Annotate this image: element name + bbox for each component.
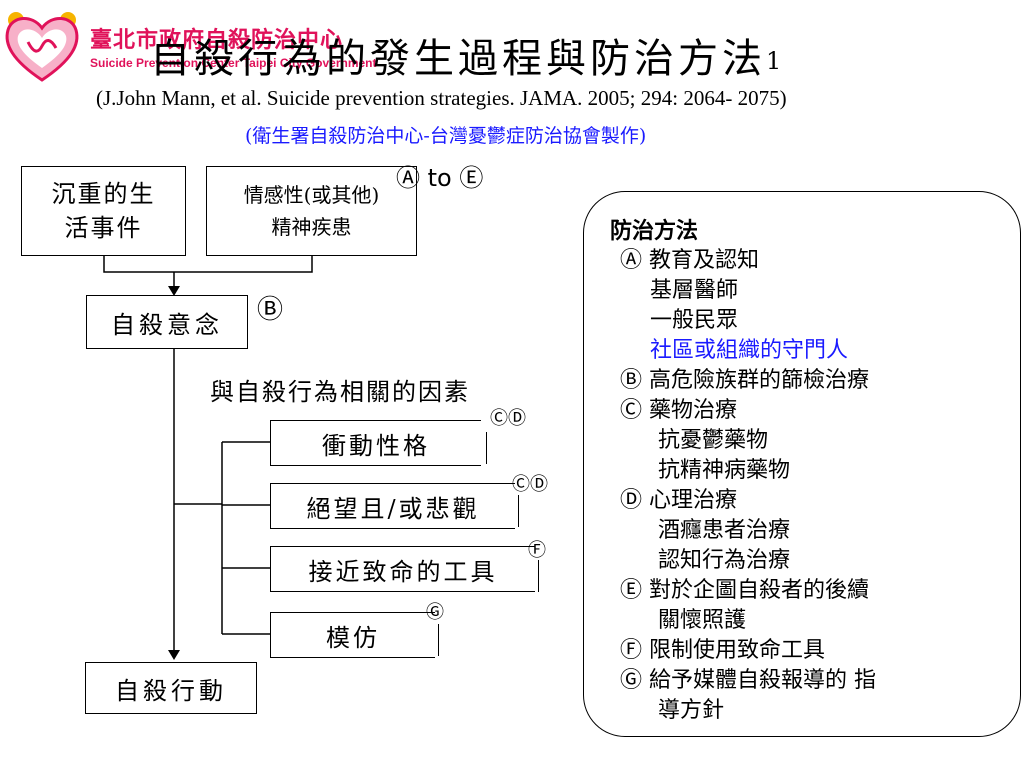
suicidal-ideation-box: 自殺意念 <box>86 295 248 349</box>
factor-shadow <box>480 432 487 464</box>
ideation-mark: Ⓑ <box>257 295 284 325</box>
prevention-list: 防治方法 Ⓐ 教育及認知基層醫師一般民眾社區或組織的守門人 Ⓑ 高危險族群的篩檢治… <box>610 216 876 726</box>
factor-lethal-means: 接近致命的工具 <box>270 546 535 592</box>
citation: (J.John Mann, et al. Suicide prevention … <box>96 86 787 110</box>
title-text: 自殺行為的發生過程與防治方法 <box>150 36 766 82</box>
factor-shadow <box>514 495 519 527</box>
life-events-box: 沉重的生活事件 <box>21 166 186 256</box>
prevention-panel <box>583 191 1021 737</box>
mental-disorder-line1: 情感性(或其他) <box>243 183 380 207</box>
prevention-item: 抗憂鬱藥物 <box>658 428 769 453</box>
life-events-line2: 活事件 <box>64 214 143 242</box>
org-name-zh: 臺北市政府自殺防治中心 <box>90 28 344 53</box>
prevention-item: Ⓒ 藥物治療 <box>620 398 737 423</box>
org-name-en: Suicide Prevention Center Taipei City Go… <box>90 56 377 70</box>
factor-imitation: 模仿 <box>270 612 435 658</box>
heart-logo-icon <box>5 12 79 82</box>
prevention-item: 基層醫師 <box>650 278 739 303</box>
prevention-item: 抗精神病藥物 <box>658 458 791 483</box>
mental-disorder-box: 情感性(或其他) 精神疾患 <box>206 166 417 256</box>
prevention-item: Ⓖ 給予媒體自殺報導的 指 <box>620 668 876 693</box>
risk-factors-heading: 與自殺行為相關的因素 <box>210 378 470 406</box>
range-mark: Ⓐ to Ⓔ <box>396 164 484 192</box>
prevention-item: 認知行為治療 <box>658 548 791 573</box>
factor-imitation-mark: Ⓖ <box>426 602 444 623</box>
prevention-item: Ⓔ 對於企圖自殺者的後續 <box>620 578 869 603</box>
prevention-item: 關懷照護 <box>658 608 747 633</box>
prevention-item: Ⓕ 限制使用致命工具 <box>620 638 825 663</box>
suicidal-act-box: 自殺行動 <box>85 662 257 714</box>
page-title: 自殺行為的發生過程與防治方法1 <box>150 36 781 82</box>
credit-line: (衛生署自殺防治中心-台灣憂鬱症防治協會製作) <box>245 125 647 147</box>
factor-branches <box>222 441 270 635</box>
prevention-item: 社區或組織的守門人 <box>650 338 849 363</box>
factor-hopelessness-mark: ⒸⒹ <box>512 474 548 495</box>
prevention-item: 酒癮患者治療 <box>658 518 791 543</box>
prevention-item: 導方針 <box>658 698 725 723</box>
prevention-item: 一般民眾 <box>650 308 739 333</box>
factor-lethal-means-mark: Ⓕ <box>528 540 546 561</box>
factor-shadow <box>534 560 539 592</box>
title-footnote: 1 <box>766 47 782 75</box>
prevention-item: Ⓑ 高危險族群的篩檢治療 <box>620 368 869 393</box>
prevention-item: Ⓐ 教育及認知 <box>620 248 759 273</box>
life-events-line1: 沉重的生 <box>51 180 156 208</box>
factor-impulsivity: 衝動性格 <box>270 420 481 466</box>
merge-connector <box>103 255 313 273</box>
mental-disorder-line2: 精神疾患 <box>271 215 352 239</box>
factor-hopelessness: 絕望且/或悲觀 <box>270 483 515 529</box>
factor-impulsivity-mark: ⒸⒹ <box>490 408 526 429</box>
prevention-heading: 防治方法 <box>610 218 699 244</box>
prevention-item: Ⓓ 心理治療 <box>620 488 737 513</box>
factor-shadow <box>434 624 439 656</box>
